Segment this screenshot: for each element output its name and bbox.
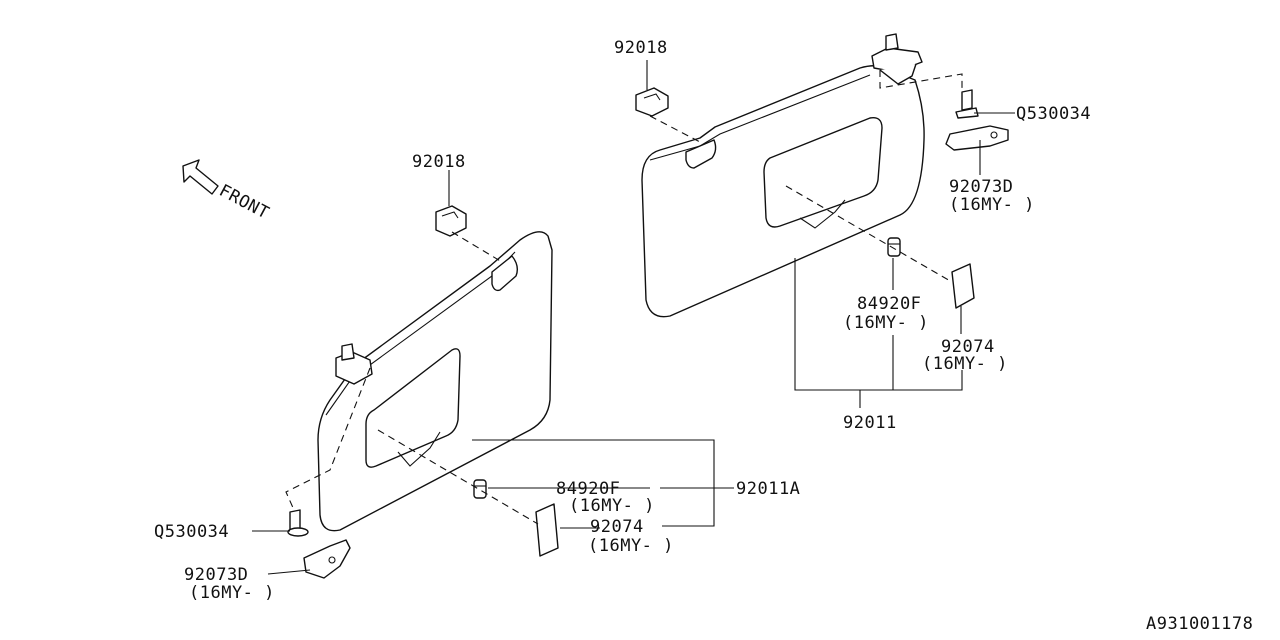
label-left-q530034: Q530034 [154,522,229,542]
label-left-84920f: 84920F [556,479,620,499]
right-screw-q530034[interactable] [955,89,979,119]
label-left-92073d: 92073D [184,565,248,585]
label-left-92073d-note: (16MY- ) [189,583,275,603]
label-left-84920f-note: (16MY- ) [569,496,655,516]
left-sun-visor[interactable] [317,231,553,532]
label-right-92018: 92018 [614,38,668,58]
label-left-92011a: 92011A [736,479,800,499]
right-lens-92074[interactable] [951,263,975,309]
right-sun-visor[interactable] [641,65,925,318]
left-hinge-bracket[interactable] [335,343,373,385]
right-cover-92073d[interactable] [945,125,1009,151]
label-left-92018: 92018 [412,152,466,172]
left-clip-92018[interactable] [435,205,467,237]
front-label: FRONT [216,181,273,224]
label-right-92074-note: (16MY- ) [922,354,1008,374]
right-bulb-84920f[interactable] [887,237,901,257]
right-clip-92018[interactable] [635,87,669,117]
label-left-92074-note: (16MY- ) [588,536,674,556]
left-lens-92074[interactable] [535,503,559,557]
label-right-92011: 92011 [843,413,897,433]
diagram-id: A931001178 [1146,614,1253,634]
label-right-q530034: Q530034 [1016,104,1091,124]
label-right-92074: 92074 [941,337,995,357]
left-screw-q530034[interactable] [287,509,309,537]
label-right-84920f: 84920F [857,294,921,314]
right-hinge-bracket[interactable] [871,33,923,85]
front-arrow-icon [182,159,219,195]
label-left-92074: 92074 [590,517,644,537]
label-right-92073d: 92073D [949,177,1013,197]
left-cover-92073d[interactable] [303,539,351,579]
label-right-92073d-note: (16MY- ) [949,195,1035,215]
label-right-84920f-note: (16MY- ) [843,313,929,333]
left-bulb-84920f[interactable] [473,479,487,499]
